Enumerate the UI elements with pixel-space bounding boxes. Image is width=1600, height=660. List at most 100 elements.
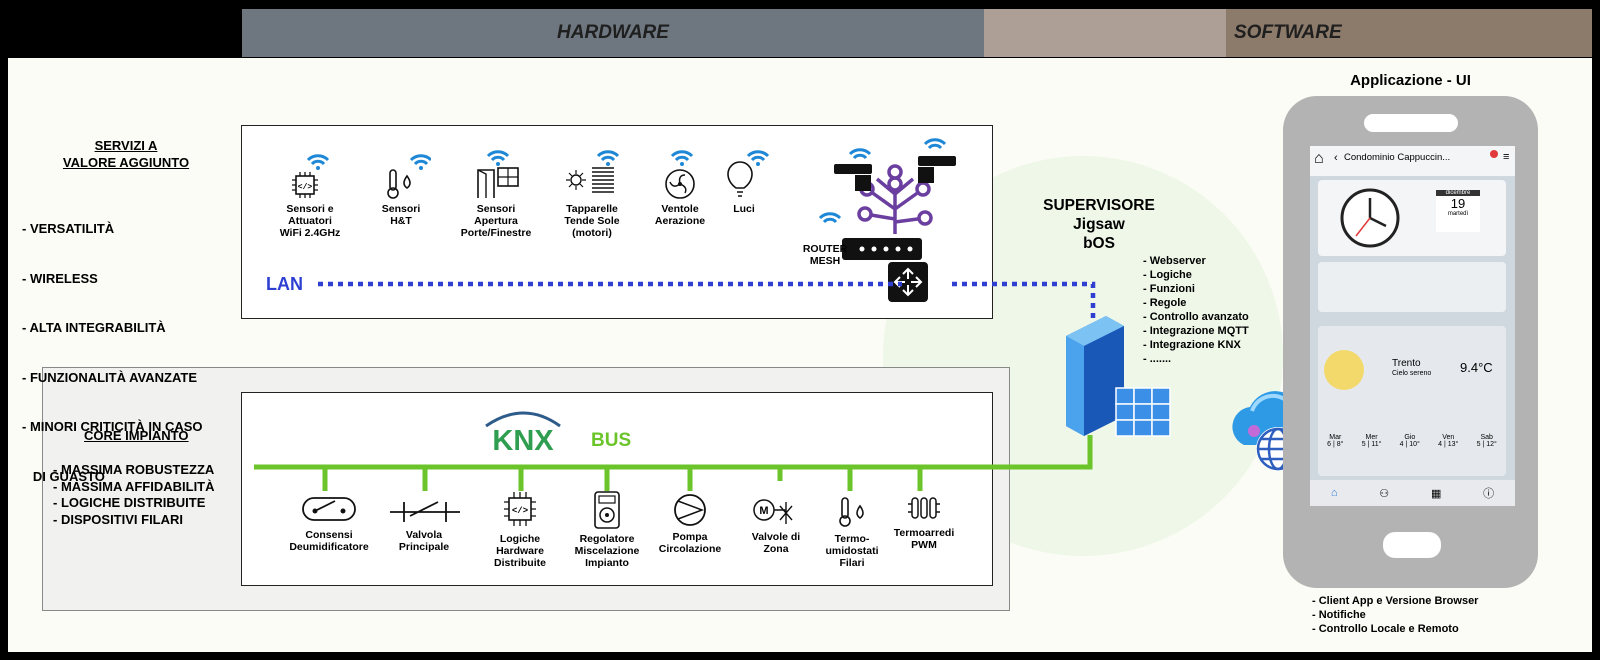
app-bottom-nav: ⌂ ⚇ ▦ ⓘ [1310,480,1515,506]
supervisor-title-line1: SUPERVISORE [1043,197,1155,214]
server-icon [1066,316,1171,437]
device-status-grid[interactable] [1318,262,1506,312]
home-icon[interactable]: ⌂ [1314,150,1324,167]
servizi-title: SERVIZI A VALORE AGGIUNTO [46,138,206,171]
device-label: Consensi [305,529,353,541]
servizi-list: - VERSATILITÀ - WIRELESS - ALTA INTEGRAB… [22,188,203,502]
header-software: SOFTWARE [1226,9,1592,57]
supervisor-feature: - ....... [1143,353,1172,365]
phone-home-button[interactable] [1383,532,1441,558]
supervisor-feature: - Webserver [1143,255,1206,267]
weather-city: Trento [1392,358,1421,369]
nav-devices-icon[interactable]: ⚇ [1379,487,1390,500]
device-label: Sensori [476,203,516,215]
back-icon[interactable]: ‹ [1334,152,1338,164]
device-label: Apertura [474,215,518,227]
device-label: Porte/Finestre [460,227,532,239]
device-label: Attuatori [288,215,332,227]
nav-home-icon[interactable]: ⌂ [1330,487,1338,499]
servizi-item: - FUNZIONALITÀ AVANZATE [22,369,197,385]
servizi-item: - WIRELESS [22,270,98,286]
device-label: WiFi 2.4GHz [279,227,341,239]
nav-info-icon[interactable]: ⓘ [1483,488,1495,500]
device-label: Tapparelle [566,203,618,215]
device-label: Filari [839,557,865,569]
nav-rooms-icon[interactable]: ▦ [1430,487,1442,500]
supervisor-feature: - Integrazione MQTT [1143,325,1249,337]
device-label: PWM [911,539,937,551]
device-label: Regolatore [579,533,635,545]
router-label-line2: MESH [809,255,841,267]
client-feature: - Client App e Versione Browser [1312,595,1479,607]
router-label-line1: ROUTER [802,243,848,255]
device-label: Valvola [405,529,443,541]
calendar-month: dicembre [1436,190,1480,196]
header-hardware: HARDWARE [242,9,984,57]
device-label: Miscelazione [574,545,640,557]
supervisor-features: - Webserver - Logiche - Funzioni - Regol… [1143,254,1249,366]
notification-badge[interactable] [1490,150,1498,158]
supervisor-title-line2: Jigsaw [1073,216,1125,233]
core-title: CORE IMPIANTO [84,428,189,443]
servizi-item: - ALTA INTEGRABILITÀ [22,320,166,335]
supervisor-feature: - Funzioni [1143,283,1195,295]
servizi-item: - MINORI CRITICITÀ IN CASO [22,419,203,434]
supervisor-feature: - Logiche [1143,269,1192,281]
device-label: Termo- [834,533,870,545]
supervisor-feature: - Controllo avanzato [1143,311,1249,323]
weather-desc: Cielo sereno [1392,370,1432,377]
bus-device-logiche: </> Logiche Hardware Distribuite [472,488,568,569]
device-apertura: Sensori Apertura Porte/Finestre [448,148,544,239]
motor-valve-icon: M [753,499,793,524]
menu-icon[interactable]: ≡ [1503,151,1510,163]
svg-text:M: M [759,505,768,517]
device-label: Ventole [661,203,699,215]
thermostat-icon [839,497,864,527]
device-label: Hardware [496,545,544,557]
device-label: Pompa [672,531,708,543]
device-label: Logiche [499,533,541,545]
software-label: SOFTWARE [1234,22,1342,43]
device-label: Sensori e [286,203,334,215]
calendar-widget: dicembre 19 martedì [1436,190,1480,232]
pump-icon [674,494,706,526]
device-sensori-attuatori: </> Sensori e Attuatori WiFi 2.4GHz [262,152,358,239]
shutter-icon [566,150,620,193]
core-item: - DISPOSITIVI FILARI [53,511,184,527]
chip-icon: </> [504,492,536,526]
core-list: - MASSIMA ROBUSTEZZA - MASSIMA AFFIDABIL… [53,462,215,528]
bus-device-termoarredi: Termoarredi PWM [876,494,972,551]
supervisor-feature: - Integrazione KNX [1143,339,1241,351]
header-spacer [984,9,1226,57]
svg-text:</>: </> [512,506,528,516]
chip-icon: </> [292,154,330,198]
device-tapparelle: Tapparelle Tende Sole (motori) [544,148,640,239]
servizi-item: - VERSATILITÀ [22,221,115,236]
bus-panel [241,392,993,586]
device-sensori-ht: Sensori H&T [353,152,449,227]
device-luci: Luci [696,148,792,215]
client-features: - Client App e Versione Browser - Notifi… [1312,594,1478,636]
phone-screen: ⌂ ‹ Condominio Cappuccin... ≡ dicembre 1… [1310,146,1515,506]
device-label: Deumidificatore [289,541,369,553]
app-title: Applicazione - UI [1350,72,1471,89]
device-label: (motori) [572,227,612,239]
bus-device-termoumidostati: Termo- umidostati Filari [804,494,900,569]
supervisor-title-line3: bOS [1083,235,1115,252]
hardware-label: HARDWARE [557,22,669,43]
bus-device-consensi: Consensi Deumidificatore [281,492,377,553]
app-topbar: ⌂ ‹ Condominio Cappuccin... ≡ [1310,146,1515,176]
device-ventole: Ventole Aerazione [632,148,728,227]
app-screen-title: Condominio Cappuccin... [1344,152,1451,163]
weather-temp: 9.4°C [1460,360,1493,375]
wifi-panel [241,125,993,319]
device-label: Circolazione [658,543,722,555]
moon-icon [1324,350,1364,390]
core-item: - LOGICHE DISTRIBUITE [53,495,206,510]
device-label: Termoarredi [893,527,955,539]
